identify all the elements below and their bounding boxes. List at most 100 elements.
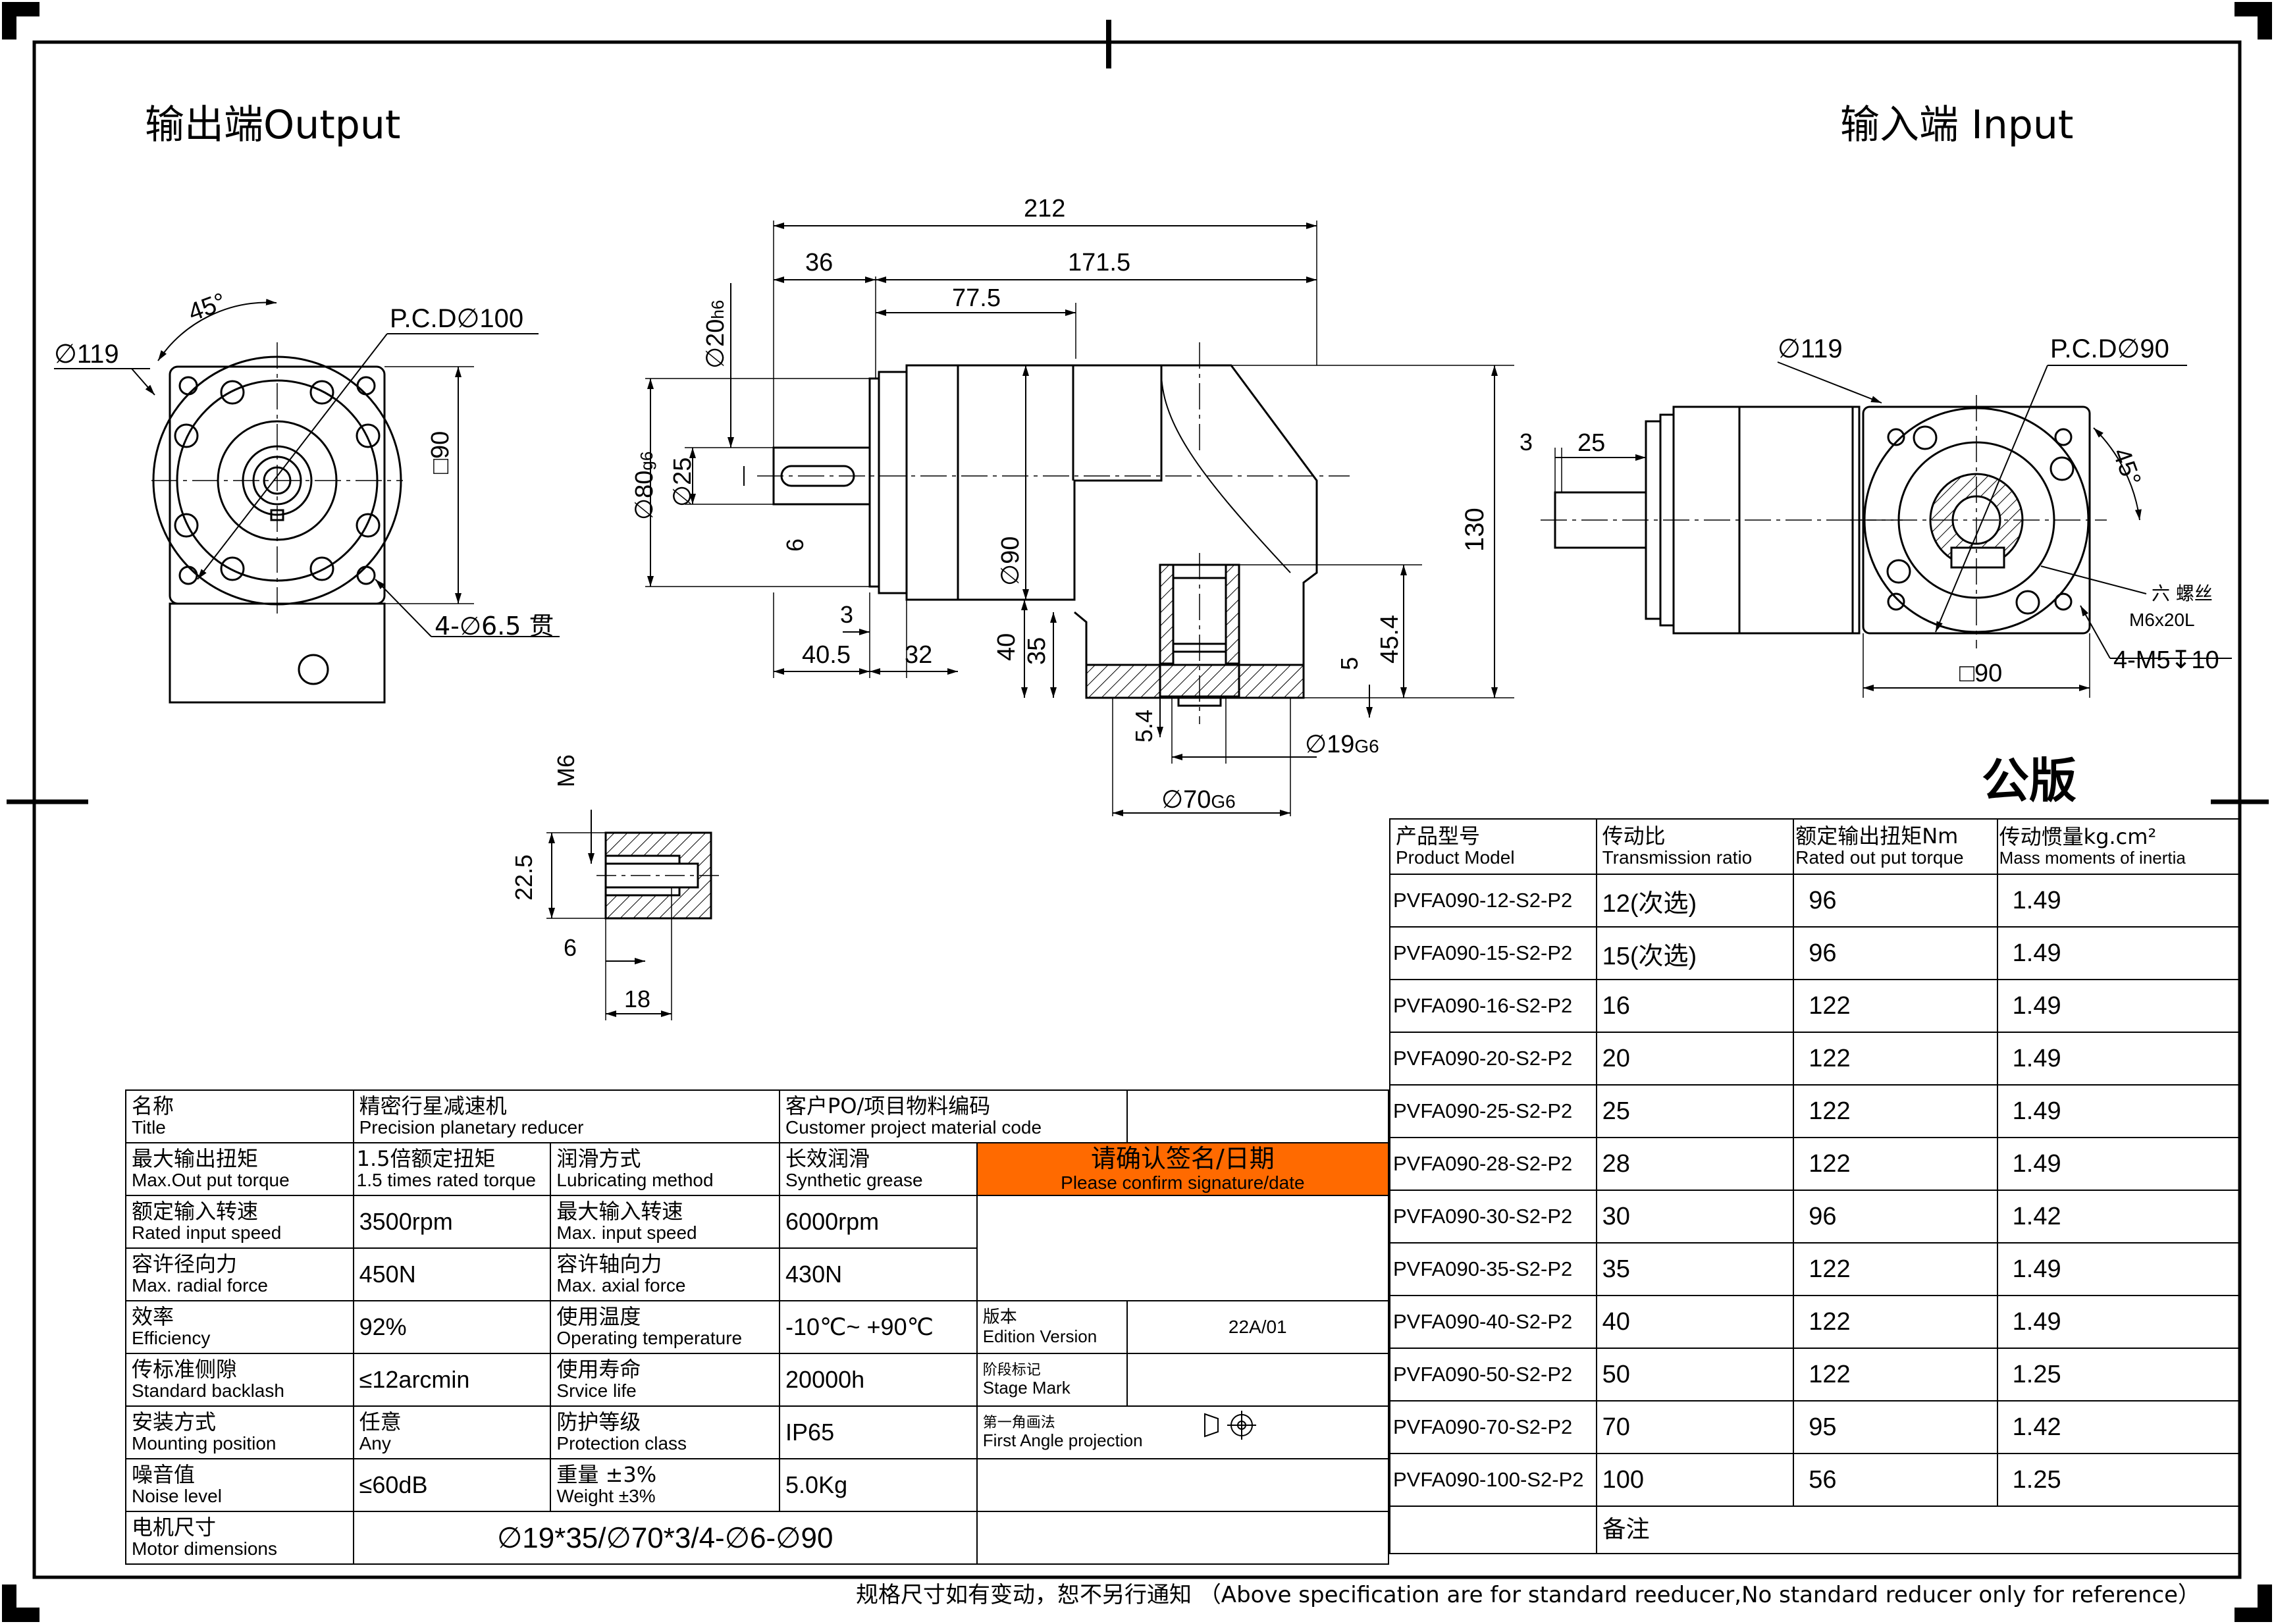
ratio-cell-model: PVFA090-70-S2-P2	[1389, 1400, 1597, 1454]
ratio-cell-ratio: 28	[1595, 1137, 1795, 1191]
output-title: 输出端Output	[145, 102, 401, 148]
input-dim-3: 3	[1520, 429, 1533, 456]
dim-key6: 6	[781, 538, 808, 552]
dim-thread-6: 6	[564, 934, 577, 961]
ratio-cell-model: PVFA090-28-S2-P2	[1389, 1137, 1597, 1191]
input-holes-label: 4-M5↧10	[2113, 646, 2219, 674]
output-outer-dia-label: ∅119	[54, 340, 119, 369]
output-end-view	[54, 298, 560, 704]
ratio-cell-inertia: 1.49	[1996, 926, 2240, 980]
dim-212: 212	[1024, 195, 1066, 223]
ratio-cell-model: PVFA090-15-S2-P2	[1389, 926, 1597, 980]
ratio-cell-ratio: 12(次选)	[1595, 874, 1795, 928]
ratio-cell-model: PVFA090-40-S2-P2	[1389, 1295, 1597, 1349]
input-outer-dia-label: ∅119	[1778, 334, 1843, 363]
ratio-cell-model: PVFA090-100-S2-P2	[1389, 1453, 1597, 1507]
ratio-cell-model: PVFA090-12-S2-P2	[1389, 874, 1597, 928]
ratio-cell-torque: 95	[1793, 1400, 1998, 1454]
ratio-cell-ratio: 35	[1595, 1242, 1795, 1296]
ratio-cell-inertia: 1.42	[1996, 1400, 2240, 1454]
ratio-cell-inertia: 1.49	[1996, 1084, 2240, 1138]
input-pcd-label: P.C.D∅90	[2050, 334, 2169, 363]
input-square-label: □90	[1959, 660, 2003, 687]
ratio-cell-inertia: 1.25	[1996, 1453, 2240, 1507]
ratio-cell-torque: 96	[1793, 926, 1998, 980]
ratio-cell-inertia: 1.49	[1996, 1137, 2240, 1191]
ratio-cell-ratio: 100	[1595, 1453, 1795, 1507]
ratio-cell-ratio: 40	[1595, 1295, 1795, 1349]
public-version-label: 公版	[1982, 753, 2077, 808]
side-section-view	[645, 221, 1514, 816]
dim-3: 3	[840, 601, 854, 628]
ratio-cell-ratio: 15(次选)	[1595, 926, 1795, 980]
dim-pilot-dia: ∅80g6	[631, 451, 658, 520]
ratio-cell-model: PVFA090-25-S2-P2	[1389, 1084, 1597, 1138]
dim-5: 5	[1336, 656, 1363, 670]
dim-dia70: ∅70G6	[1161, 786, 1236, 814]
ratio-cell-inertia: 1.49	[1996, 979, 2240, 1033]
signature-area[interactable]	[976, 1195, 1390, 1301]
dim-130: 130	[1460, 508, 1489, 552]
ratio-cell-inertia: 1.25	[1996, 1348, 2240, 1401]
dim-dia25: ∅25	[669, 457, 697, 507]
output-pcd-label: P.C.D∅100	[390, 304, 524, 333]
ratio-cell-ratio: 50	[1595, 1348, 1795, 1401]
dim-171-5: 171.5	[1068, 249, 1131, 276]
input-dim-25: 25	[1577, 429, 1606, 457]
ratio-cell-torque: 122	[1793, 1348, 1998, 1401]
dim-45-4: 45.4	[1376, 615, 1404, 664]
dim-dia90: ∅90	[997, 536, 1024, 586]
ratio-cell-model: PVFA090-50-S2-P2	[1389, 1348, 1597, 1401]
input-screw-label: 六 螺丝	[2152, 583, 2213, 604]
ratio-cell-inertia: 1.49	[1996, 1032, 2240, 1086]
input-title: 输入端 Input	[1840, 102, 2074, 148]
dim-dia19: ∅19G6	[1305, 731, 1379, 758]
dim-5-4: 5.4	[1130, 709, 1157, 743]
output-holes-label: 4-∅6.5 贯	[435, 612, 554, 641]
remarks-row: 备注	[1389, 1506, 2240, 1554]
dim-40-5: 40.5	[802, 641, 851, 669]
dim-thread-18: 18	[624, 985, 651, 1012]
dim-36: 36	[805, 249, 833, 276]
ratio-cell-torque: 122	[1793, 1242, 1998, 1296]
input-end-view	[1541, 361, 2232, 698]
ratio-cell-torque: 96	[1793, 1190, 1998, 1244]
dim-77-5: 77.5	[952, 284, 1001, 312]
dim-35: 35	[1023, 637, 1051, 665]
ratio-cell-ratio: 20	[1595, 1032, 1795, 1086]
dim-shaft-dia: ∅20h6	[702, 300, 729, 369]
dim-32: 32	[905, 641, 933, 669]
ratio-cell-ratio: 30	[1595, 1190, 1795, 1244]
input-screw-size: M6x20L	[2129, 610, 2195, 630]
dim-40: 40	[993, 633, 1020, 661]
ratio-cell-torque: 122	[1793, 1032, 1998, 1086]
remarks-cell: 备注	[1595, 1506, 2240, 1554]
ratio-cell-ratio: 16	[1595, 979, 1795, 1033]
ratio-cell-inertia: 1.49	[1996, 1242, 2240, 1296]
ratio-cell-model: PVFA090-16-S2-P2	[1389, 979, 1597, 1033]
